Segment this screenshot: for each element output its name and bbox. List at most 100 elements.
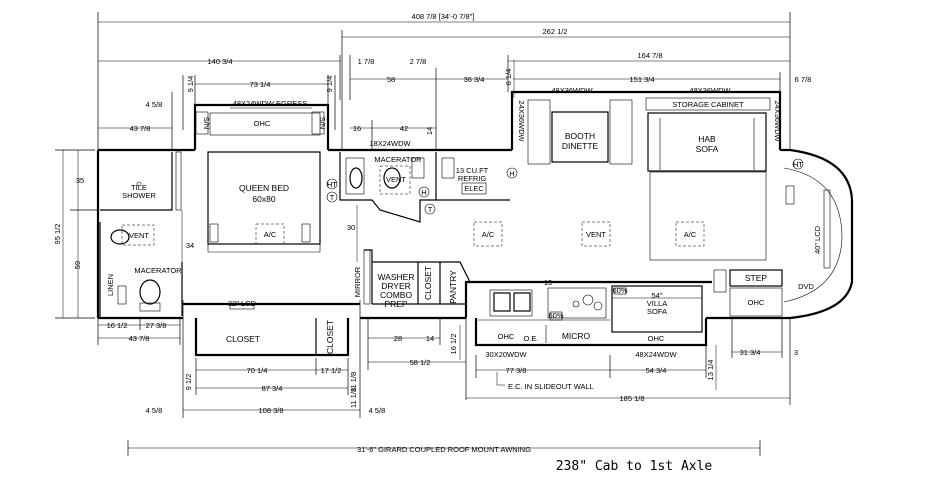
dim-87: 87 3/4 bbox=[262, 384, 283, 393]
dim-28: 28 bbox=[394, 334, 402, 343]
notes: E.C. IN SLIDEOUT WALL 31'-6" GIRARD COUP… bbox=[357, 382, 712, 474]
villa-sofa-label: SOFA bbox=[647, 307, 667, 316]
half-bath-vent-label: VENT bbox=[386, 175, 406, 184]
galley-slide: 60% OHC O.E. MICRO 30X20WDW 60% 54" VILL… bbox=[478, 285, 703, 359]
bedroom-ohc-label: OHC bbox=[254, 119, 271, 128]
hab-sofa-label: SOFA bbox=[696, 144, 719, 154]
pct-60-b-label: 60% bbox=[612, 286, 627, 295]
dim-9-14-b: 9 1/4 bbox=[325, 76, 334, 93]
dim-9-12: 9 1/2 bbox=[184, 374, 193, 391]
oe-label: O.E. bbox=[523, 334, 538, 343]
dim-59: 59 bbox=[73, 261, 82, 269]
closet-small-label: CLOSET bbox=[325, 320, 335, 354]
dim-16-12: 16 1/2 bbox=[107, 321, 128, 330]
ac-main-right-label: A/C bbox=[684, 230, 697, 239]
window-48x36-b-label: 48X36WDW bbox=[689, 86, 731, 95]
washer-label: WASHER bbox=[378, 272, 415, 282]
laundry-block: MIRROR WASHER DRYER COMBO PREP CLOSET PA… bbox=[353, 266, 458, 309]
galley-ohc-label: OHC bbox=[498, 332, 515, 341]
bedroom-closet: 32" LCD CLOSET CLOSET bbox=[226, 299, 335, 355]
main-vent-label: VENT bbox=[586, 230, 606, 239]
h-marker-right: H bbox=[509, 169, 514, 178]
step-label: STEP bbox=[745, 273, 768, 283]
dim-42: 42 bbox=[400, 124, 408, 133]
villa-size-label: 54" bbox=[651, 291, 662, 300]
window-24x36-right-label: 24X36WDW bbox=[773, 100, 782, 142]
refrigerator: 13 CU.FT REFRIG ELEC bbox=[441, 157, 489, 195]
pct-60-a-label: 60% bbox=[548, 311, 563, 320]
dim-262: 262 1/2 bbox=[542, 27, 567, 36]
step-ohc-label: OHC bbox=[748, 298, 765, 307]
ceiling-fixtures: A/C VENT A/C bbox=[473, 221, 705, 247]
villa-ohc-label: OHC bbox=[648, 334, 665, 343]
egress-window-label: 48X24WDW EGRESS bbox=[233, 99, 308, 108]
storage-cabinet-label: STORAGE CABINET bbox=[672, 100, 744, 109]
nightstand-label-left: S/N bbox=[202, 117, 211, 130]
dim-34: 34 bbox=[186, 241, 194, 250]
dim-43-a: 43 7/8 bbox=[130, 124, 151, 133]
combo-label: COMBO bbox=[380, 290, 413, 300]
closet-wd-label: CLOSET bbox=[423, 266, 433, 300]
awning-note: 31'-6" GIRARD COUPLED ROOF MOUNT AWNING bbox=[357, 445, 531, 454]
dim-31: 31 3/4 bbox=[740, 348, 761, 357]
dim-4-58-a: 4 5/8 bbox=[146, 100, 163, 109]
entry-step: STEP OHC DVD 40" LCD bbox=[713, 185, 831, 317]
dim-58: 58 bbox=[387, 75, 395, 84]
dim-17: 17 1/2 bbox=[321, 366, 342, 375]
dim-73: 73 1/4 bbox=[250, 80, 271, 89]
ht-marker-cab: HT bbox=[793, 160, 803, 169]
dim-36: 36 3/4 bbox=[464, 75, 485, 84]
dimension-texts: 408 7/8 [34'-0 7/8"] 262 1/2 164 7/8 140… bbox=[53, 12, 811, 415]
elec-label: ELEC bbox=[464, 184, 484, 193]
dim-108: 108 3/8 bbox=[258, 406, 283, 415]
booth-label: BOOTH bbox=[565, 131, 595, 141]
dim-6-14: 6 1/4 bbox=[504, 69, 513, 86]
refrig-label: REFRIG bbox=[458, 174, 487, 183]
queen-bed-label: QUEEN BED bbox=[239, 183, 289, 193]
linen-label: LINEN bbox=[106, 274, 115, 296]
interior-walls bbox=[99, 151, 510, 318]
dim-70: 70 1/4 bbox=[247, 366, 268, 375]
dim-4-58-b: 4 5/8 bbox=[146, 406, 163, 415]
bath-sink: VENT bbox=[110, 224, 155, 246]
dim-3: 3 bbox=[794, 348, 798, 357]
dim-30: 30 bbox=[347, 223, 355, 232]
dim-43-b: 43 7/8 bbox=[129, 334, 150, 343]
dim-1-78: 1 7/8 bbox=[358, 57, 375, 66]
dim-58-12: 58 1/2 bbox=[410, 358, 431, 367]
dim-9-14-a: 9 1/4 bbox=[186, 76, 195, 93]
ht-marker-left: HT bbox=[327, 180, 337, 189]
t-marker-left: T bbox=[330, 193, 335, 202]
outer-walls bbox=[96, 90, 854, 357]
half-bath-macerator-label: MACERATOR bbox=[374, 155, 422, 164]
window-48x24-label: 48X24WDW bbox=[635, 350, 677, 359]
bath-toilet: MACERATOR LINEN bbox=[106, 266, 182, 312]
dim-overall: 408 7/8 [34'-0 7/8"] bbox=[412, 12, 475, 21]
dim-14-b: 14 bbox=[426, 334, 434, 343]
hab-label: HAB bbox=[698, 134, 716, 144]
dim-13-14: 13 1/4 bbox=[706, 360, 715, 381]
dimension-lines bbox=[55, 12, 791, 456]
dim-13: 13 bbox=[544, 278, 552, 287]
dim-185: 185 1/8 bbox=[619, 394, 644, 403]
cab-to-axle-note: 238" Cab to 1st Axle bbox=[556, 459, 713, 474]
dim-16-12-b: 16 1/2 bbox=[449, 334, 458, 355]
lcd-32-label: 32" LCD bbox=[228, 299, 257, 308]
queen-bed-size: 60x80 bbox=[252, 194, 275, 204]
refrig-size-label: 13 CU.FT bbox=[456, 166, 489, 175]
hab-sofa: 48X36WDW STORAGE CABINET HAB SOFA 24X36W… bbox=[645, 86, 782, 261]
dim-140: 140 3/4 bbox=[207, 57, 232, 66]
ac-main-left-label: A/C bbox=[482, 230, 495, 239]
dim-11: 11 1/8 bbox=[349, 372, 358, 392]
dim-35: 35 bbox=[76, 176, 84, 185]
window-30x20-label: 30X20WDW bbox=[485, 350, 527, 359]
pantry-label: PANTRY bbox=[448, 270, 458, 304]
dim-54: 54 3/4 bbox=[646, 366, 667, 375]
dvd-label: DVD bbox=[798, 282, 814, 291]
h-marker-mid: H bbox=[421, 188, 426, 197]
dim-6-78: 6 7/8 bbox=[795, 75, 812, 84]
markers: HT T H T H HT bbox=[326, 158, 803, 215]
bath-macerator-label: MACERATOR bbox=[134, 266, 182, 275]
dinette-label: DINETTE bbox=[562, 141, 599, 151]
